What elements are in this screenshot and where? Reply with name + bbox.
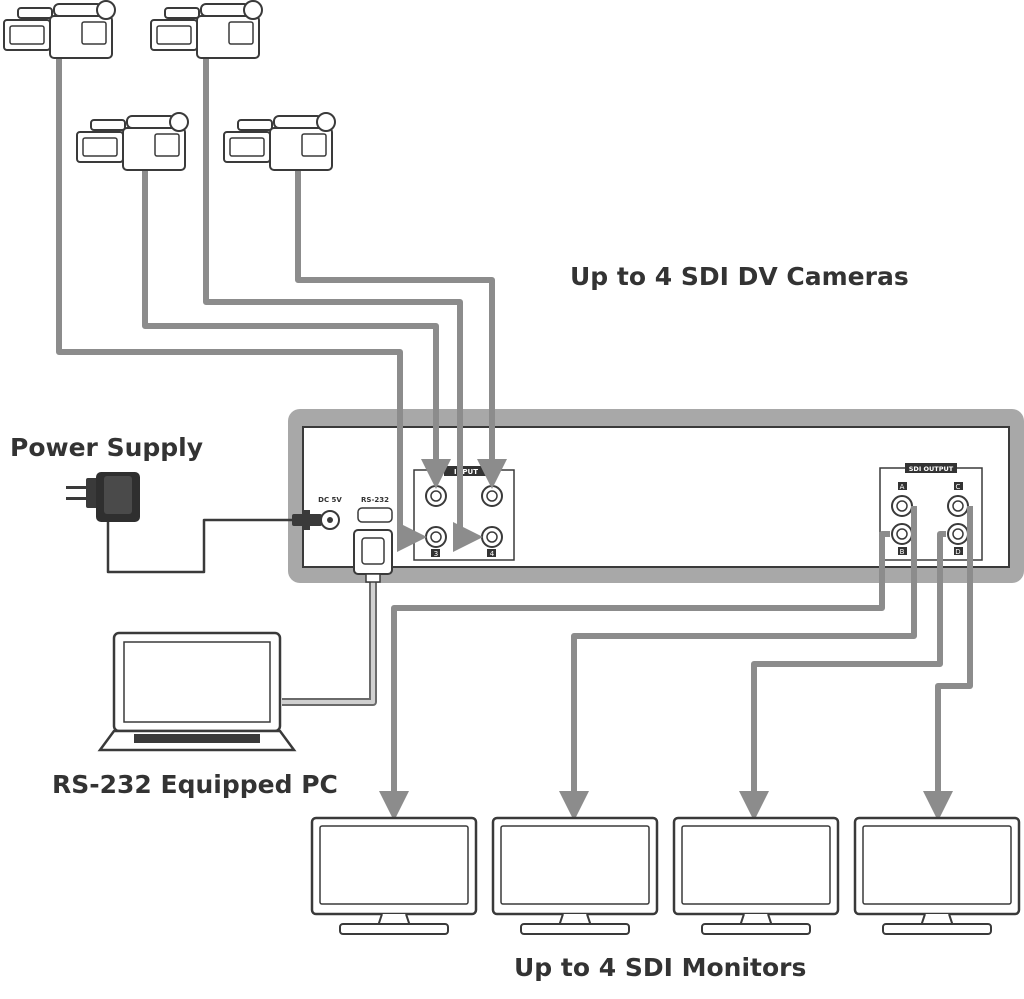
rs232-db9-connector: [353, 529, 393, 583]
input-port-4-connector[interactable]: [481, 526, 503, 548]
cameras-label: Up to 4 SDI DV Cameras: [570, 262, 909, 291]
monitor-3-icon: [672, 816, 840, 936]
sdi-output-port-block: SDI OUTPUT A C B D: [879, 463, 983, 561]
input-port-3-label: 3: [434, 550, 438, 558]
input-port-3-connector[interactable]: [425, 526, 447, 548]
input-port-1-connector[interactable]: [425, 485, 447, 507]
power-cable: [106, 518, 294, 574]
camera-4-cable: [295, 168, 507, 489]
monitor-4-cable: [923, 506, 973, 821]
output-port-b-label: B: [900, 548, 905, 556]
input-port-1-label: 1: [434, 478, 438, 486]
camera-2-cable: [203, 56, 483, 552]
camera-2-icon: [150, 0, 263, 59]
power-supply-label: Power Supply: [10, 433, 204, 462]
input-port-4-label: 4: [490, 550, 495, 558]
rs232-port[interactable]: RS-232: [357, 496, 393, 523]
output-port-d-connector[interactable]: [947, 523, 969, 545]
output-port-b-connector[interactable]: [891, 523, 913, 545]
input-cables: [56, 56, 507, 552]
monitor-1-icon: [310, 816, 478, 936]
pc-label: RS-232 Equipped PC: [52, 770, 338, 799]
output-port-c-label: C: [956, 483, 961, 491]
monitor-4-icon: [853, 816, 1021, 936]
input-port-block: INPUT 1 2 3 4: [413, 466, 515, 561]
camera-3-cable: [142, 168, 451, 489]
rs232-cable: [282, 580, 377, 706]
camera-4-icon: [223, 112, 336, 171]
output-port-c-connector[interactable]: [947, 495, 969, 517]
rs232-port-label: RS-232: [361, 496, 389, 504]
output-port-a-connector[interactable]: [891, 495, 913, 517]
power-adapter-icon: [66, 472, 140, 522]
monitor-2-icon: [491, 816, 659, 936]
camera-1-icon: [3, 0, 116, 59]
monitor-2-cable: [559, 506, 917, 821]
camera-3-icon: [76, 112, 189, 171]
output-port-d-label: D: [955, 548, 960, 556]
input-block-label: INPUT: [454, 468, 478, 476]
monitors-label: Up to 4 SDI Monitors: [514, 953, 807, 982]
laptop-pc-icon: [97, 631, 297, 752]
camera-1-cable: [56, 56, 427, 552]
monitor-1-cable: [379, 531, 890, 821]
input-port-2-label: 2: [490, 478, 494, 486]
dc-port-label: DC 5V: [318, 496, 342, 504]
input-port-2-connector[interactable]: [481, 485, 503, 507]
output-cables: [379, 506, 973, 821]
sdi-output-block-label: SDI OUTPUT: [909, 465, 954, 473]
monitor-3-cable: [739, 531, 946, 821]
output-port-a-label: A: [900, 483, 905, 491]
power-plug: [292, 510, 322, 530]
